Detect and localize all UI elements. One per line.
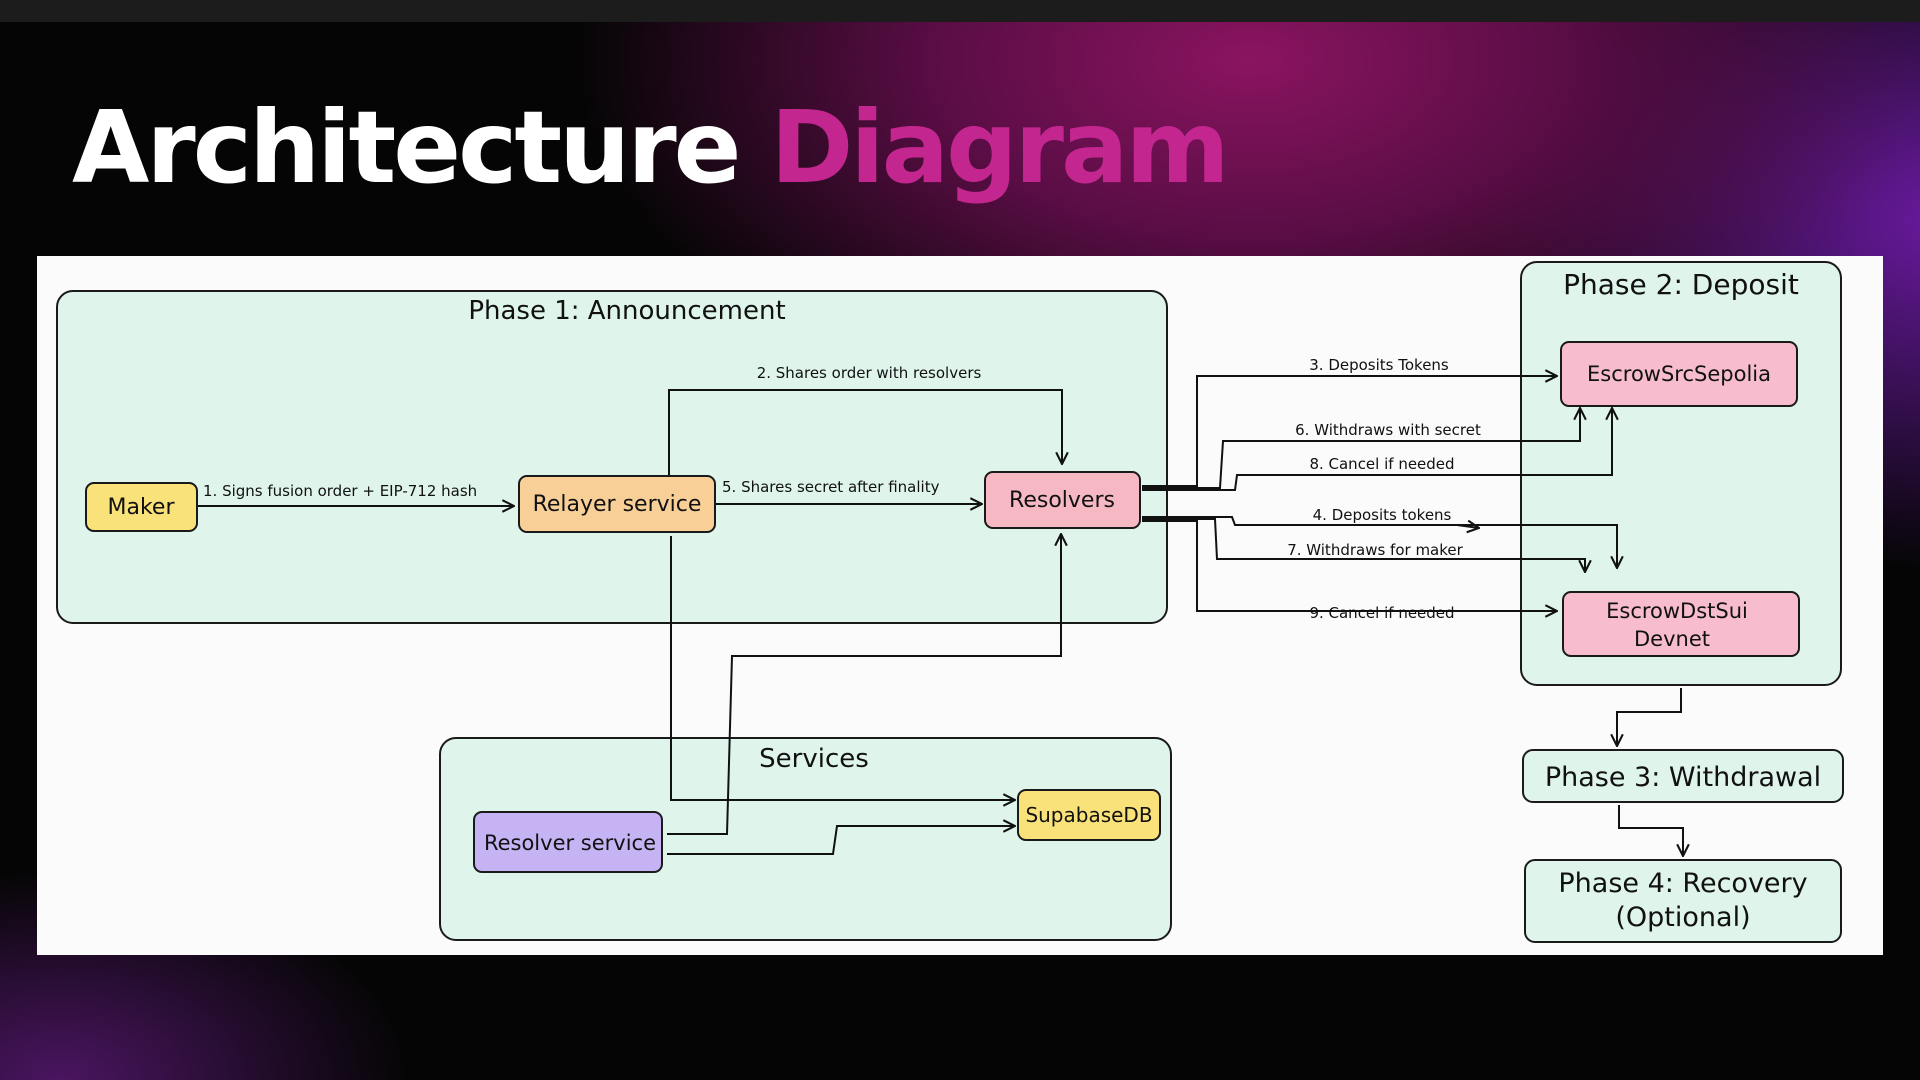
services-container — [439, 737, 1172, 941]
edge-4-label: 4. Deposits tokens — [1313, 506, 1452, 524]
phase3-title: Phase 3: Withdrawal — [1545, 762, 1821, 793]
phase1-container — [56, 290, 1168, 624]
edge-rs-db-line — [667, 826, 1015, 855]
node-supabase-db[interactable]: SupabaseDB — [1017, 789, 1161, 841]
node-escrow-dst-sui[interactable]: EscrowDstSui Devnet — [1562, 591, 1800, 657]
edge-8-line — [1142, 408, 1612, 491]
architecture-diagram: Phase 1: Announcement Phase 2: Deposit S… — [56, 261, 1844, 943]
edge-2-line — [668, 389, 1062, 481]
node-escrow-src-label: EscrowSrcSepolia — [1587, 362, 1771, 386]
edge-3-line — [1142, 376, 1557, 487]
edge-7-line — [1142, 518, 1585, 572]
node-escrow-dst-label-line2: Devnet — [1634, 627, 1710, 651]
page-title: Architecture Diagram — [72, 98, 1230, 198]
phase4-title-line1: Phase 4: Recovery — [1558, 868, 1807, 899]
edge-8-label: 8. Cancel if needed — [1309, 455, 1454, 473]
window-top-bar — [0, 0, 1920, 22]
node-relayer-label: Relayer service — [533, 492, 702, 517]
phase4-container[interactable] — [1524, 859, 1842, 943]
node-maker[interactable]: Maker — [85, 482, 198, 532]
node-resolver-service-label: Resolver service — [484, 831, 656, 855]
node-escrow-dst-label-line1: EscrowDstSui — [1606, 599, 1748, 623]
edge-2-label: 2. Shares order with resolvers — [757, 364, 982, 382]
title-main: Architecture — [72, 89, 741, 206]
edge-relayer-db-line — [670, 536, 1015, 800]
node-resolvers-label: Resolvers — [1009, 488, 1115, 513]
edge-rs-resolvers-line — [667, 534, 1061, 835]
node-resolver-service[interactable]: Resolver service — [473, 811, 663, 873]
edge-1-label: 1. Signs fusion order + EIP-712 hash — [203, 482, 477, 500]
node-supabase-label: SupabaseDB — [1025, 803, 1152, 827]
services-title: Services — [759, 744, 869, 774]
phase2-title: Phase 2: Deposit — [1563, 268, 1799, 301]
node-maker-label: Maker — [108, 495, 176, 520]
edge-7-label: 7. Withdraws for maker — [1287, 541, 1463, 559]
phase1-title: Phase 1: Announcement — [468, 296, 785, 326]
edge-4-line — [1142, 516, 1617, 568]
edge-6-label: 6. Withdraws with secret — [1295, 421, 1481, 439]
node-resolvers[interactable]: Resolvers — [984, 471, 1141, 529]
connectors — [197, 376, 1683, 856]
diagram-canvas: Phase 1: Announcement Phase 2: Deposit S… — [37, 256, 1883, 955]
phase3-container[interactable] — [1522, 749, 1844, 803]
edge-9-line — [1142, 520, 1557, 611]
edge-phase3-phase4 — [1618, 805, 1683, 856]
edge-3-label: 3. Deposits Tokens — [1309, 356, 1449, 374]
edge-phase2-phase3 — [1617, 688, 1682, 746]
phase4-title-line2: (Optional) — [1615, 902, 1750, 933]
node-relayer-service[interactable]: Relayer service — [518, 475, 716, 533]
edge-4-stub — [1456, 525, 1479, 528]
edge-5-label: 5. Shares secret after finality — [722, 478, 940, 496]
edge-6-line — [1142, 408, 1580, 489]
edge-9-label: 9. Cancel if needed — [1309, 604, 1454, 622]
title-accent: Diagram — [770, 89, 1229, 206]
node-escrow-src-sepolia[interactable]: EscrowSrcSepolia — [1560, 341, 1798, 407]
